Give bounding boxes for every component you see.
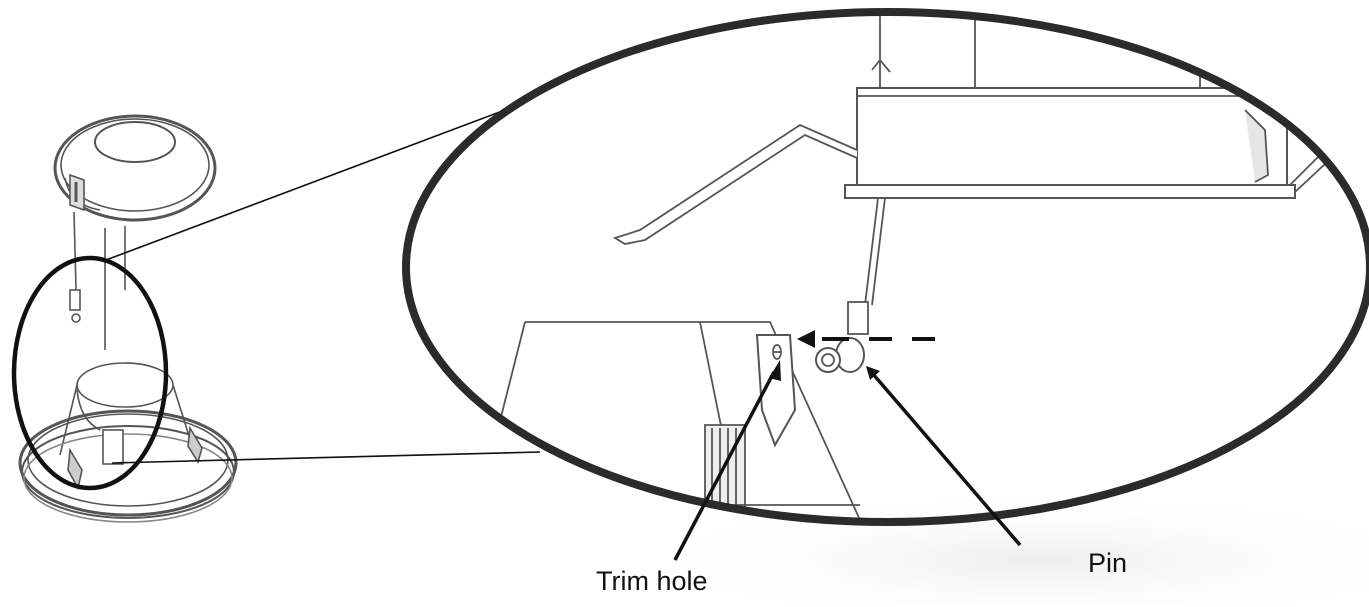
downlight-fixture-small [18,114,238,523]
insertion-arrow [797,330,935,348]
projection-line-top [105,109,506,261]
trim-hole-label: Trim hole [596,566,708,596]
magnifier-ellipse [402,8,1369,526]
pin-label: Pin [1088,548,1128,578]
highlight-circle [11,255,169,491]
projection-line-bottom [111,451,541,464]
pin-leader [866,366,1022,547]
trim-hole-leader [673,360,781,561]
magnified-view [402,8,1369,526]
